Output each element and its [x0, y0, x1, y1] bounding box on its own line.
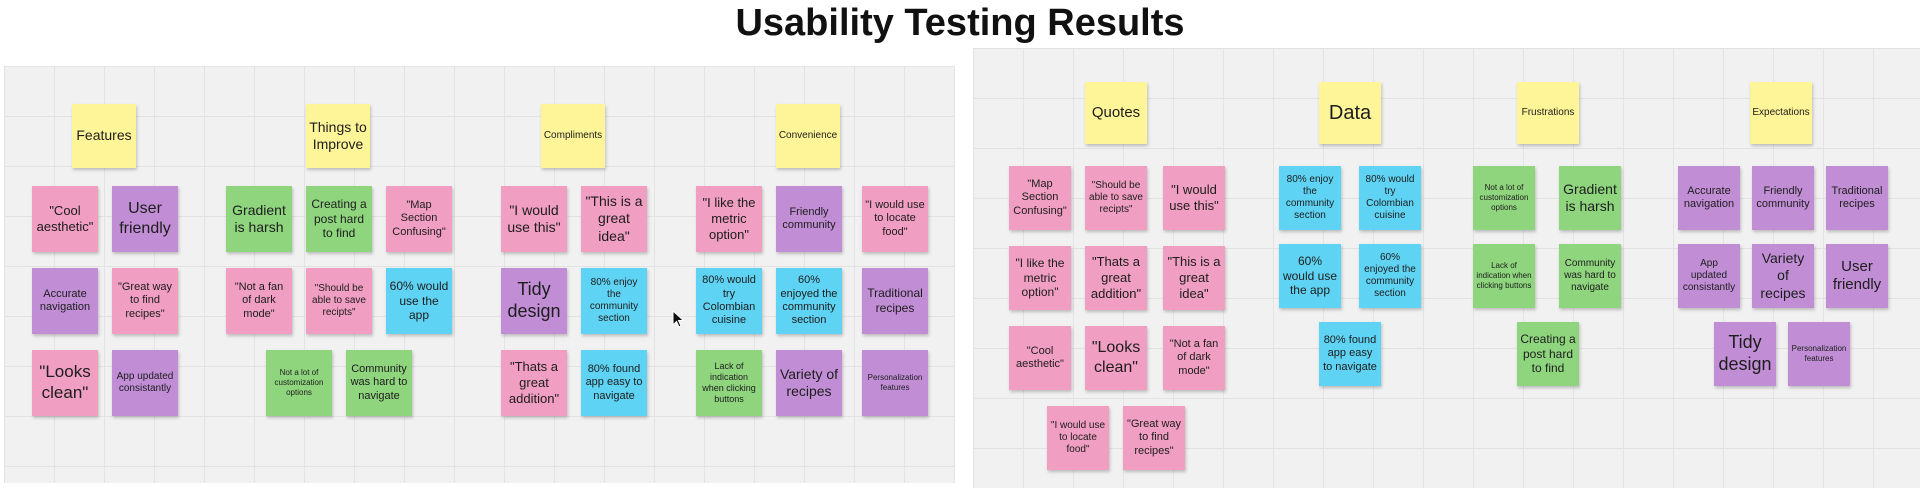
note-not-fan-dark-r[interactable]: "Not a fan of dark mode": [1163, 326, 1225, 390]
header-frustrations[interactable]: Frustrations: [1517, 82, 1579, 144]
note-try-colombian-80[interactable]: 80% would try Colombian cuisine: [696, 268, 762, 334]
header-expectations[interactable]: Expectations: [1750, 82, 1812, 144]
note-would-use-this[interactable]: "I would use this": [501, 186, 567, 252]
note-lack-indication-r[interactable]: Lack of indication when clicking buttons: [1473, 244, 1535, 308]
note-found-easy-80[interactable]: 80% found app easy to navigate: [581, 350, 647, 416]
note-gradient-harsh-r[interactable]: Gradient is harsh: [1559, 166, 1621, 230]
note-gradient-harsh[interactable]: Gradient is harsh: [226, 186, 292, 252]
note-community-nav[interactable]: Community was hard to navigate: [346, 350, 412, 416]
whiteboard-right[interactable]: Quotes Data Frustrations Expectations "M…: [973, 48, 1920, 488]
note-traditional-recipes[interactable]: Traditional recipes: [862, 268, 928, 334]
note-accurate-navigation[interactable]: Accurate navigation: [32, 268, 98, 334]
page-title: Usability Testing Results: [735, 2, 1185, 44]
note-locate-food[interactable]: "I would use to locate food": [862, 186, 928, 252]
note-great-idea-r[interactable]: "This is a great idea": [1163, 246, 1225, 310]
note-personalization-r[interactable]: Personalization features: [1788, 322, 1850, 386]
note-personalization[interactable]: Personalization features: [862, 350, 928, 416]
note-try-colombian-80-r[interactable]: 80% would try Colombian cuisine: [1359, 166, 1421, 230]
note-great-way-recipes[interactable]: "Great way to find recipes": [112, 268, 178, 334]
note-enjoyed-community-60[interactable]: 60% enjoyed the community section: [776, 268, 842, 334]
note-locate-food-r[interactable]: "I would use to locate food": [1047, 406, 1109, 470]
note-user-friendly[interactable]: User friendly: [112, 186, 178, 252]
note-great-addition-r[interactable]: "Thats a great addition": [1085, 246, 1147, 310]
note-should-save[interactable]: "Should be able to save recipts": [306, 268, 372, 334]
note-great-addition[interactable]: "Thats a great addition": [501, 350, 567, 416]
note-not-lot-custom[interactable]: Not a lot of customization options: [266, 350, 332, 416]
note-app-updated-r[interactable]: App updated consistantly: [1678, 244, 1740, 308]
header-things-to-improve[interactable]: Things to Improve: [306, 104, 370, 168]
note-cool-aesthetic[interactable]: "Cool aesthetic": [32, 186, 98, 252]
note-variety-recipes-r[interactable]: Variety of recipes: [1752, 244, 1814, 308]
note-should-save-r[interactable]: "Should be able to save recipts": [1085, 166, 1147, 230]
whiteboard-left[interactable]: Features Things to Improve Compliments C…: [4, 66, 955, 483]
note-enjoyed-community-60-r[interactable]: 60% enjoyed the community section: [1359, 244, 1421, 308]
note-looks-clean-r[interactable]: "Looks clean": [1085, 326, 1147, 390]
note-great-way-recipes-r[interactable]: "Great way to find recipes": [1123, 406, 1185, 470]
note-not-fan-dark[interactable]: "Not a fan of dark mode": [226, 268, 292, 334]
header-compliments[interactable]: Compliments: [541, 104, 605, 168]
note-accurate-navigation-r[interactable]: Accurate navigation: [1678, 166, 1740, 230]
note-lack-indication[interactable]: Lack of indication when clicking buttons: [696, 350, 762, 416]
note-tidy-design-r[interactable]: Tidy design: [1714, 322, 1776, 386]
note-looks-clean[interactable]: "Looks clean": [32, 350, 98, 416]
note-found-easy-80-r[interactable]: 80% found app easy to navigate: [1319, 322, 1381, 386]
header-data[interactable]: Data: [1319, 82, 1381, 144]
note-traditional-recipes-r[interactable]: Traditional recipes: [1826, 166, 1888, 230]
note-tidy-design[interactable]: Tidy design: [501, 268, 567, 334]
header-quotes[interactable]: Quotes: [1085, 82, 1147, 144]
note-not-lot-custom-r[interactable]: Not a lot of customization options: [1473, 166, 1535, 230]
note-app-updated[interactable]: App updated consistantly: [112, 350, 178, 416]
note-friendly-community-r[interactable]: Friendly community: [1752, 166, 1814, 230]
note-friendly-community[interactable]: Friendly community: [776, 186, 842, 252]
note-would-use-60[interactable]: 60% would use the app: [386, 268, 452, 334]
note-enjoy-community-80[interactable]: 80% enjoy the community section: [581, 268, 647, 334]
header-features[interactable]: Features: [72, 104, 136, 168]
note-map-section-r[interactable]: "Map Section Confusing": [1009, 166, 1071, 230]
note-variety-recipes[interactable]: Variety of recipes: [776, 350, 842, 416]
note-would-use-60-r[interactable]: 60% would use the app: [1279, 244, 1341, 308]
note-like-metric-r[interactable]: "I like the metric option": [1009, 246, 1071, 310]
note-like-metric[interactable]: "I like the metric option": [696, 186, 762, 252]
note-enjoy-community-80-r[interactable]: 80% enjoy the community section: [1279, 166, 1341, 230]
mouse-pointer-icon: [672, 310, 685, 328]
note-map-section[interactable]: "Map Section Confusing": [386, 186, 452, 252]
note-community-nav-r[interactable]: Community was hard to navigate: [1559, 244, 1621, 308]
note-cool-aesthetic-r[interactable]: "Cool aesthetic": [1009, 326, 1071, 390]
note-would-use-this-r[interactable]: "I would use this": [1163, 166, 1225, 230]
header-convenience[interactable]: Convenience: [776, 104, 840, 168]
note-creating-post[interactable]: Creating a post hard to find: [306, 186, 372, 252]
note-great-idea[interactable]: "This is a great idea": [581, 186, 647, 252]
note-user-friendly-r[interactable]: User friendly: [1826, 244, 1888, 308]
note-creating-post-r[interactable]: Creating a post hard to find: [1517, 322, 1579, 386]
